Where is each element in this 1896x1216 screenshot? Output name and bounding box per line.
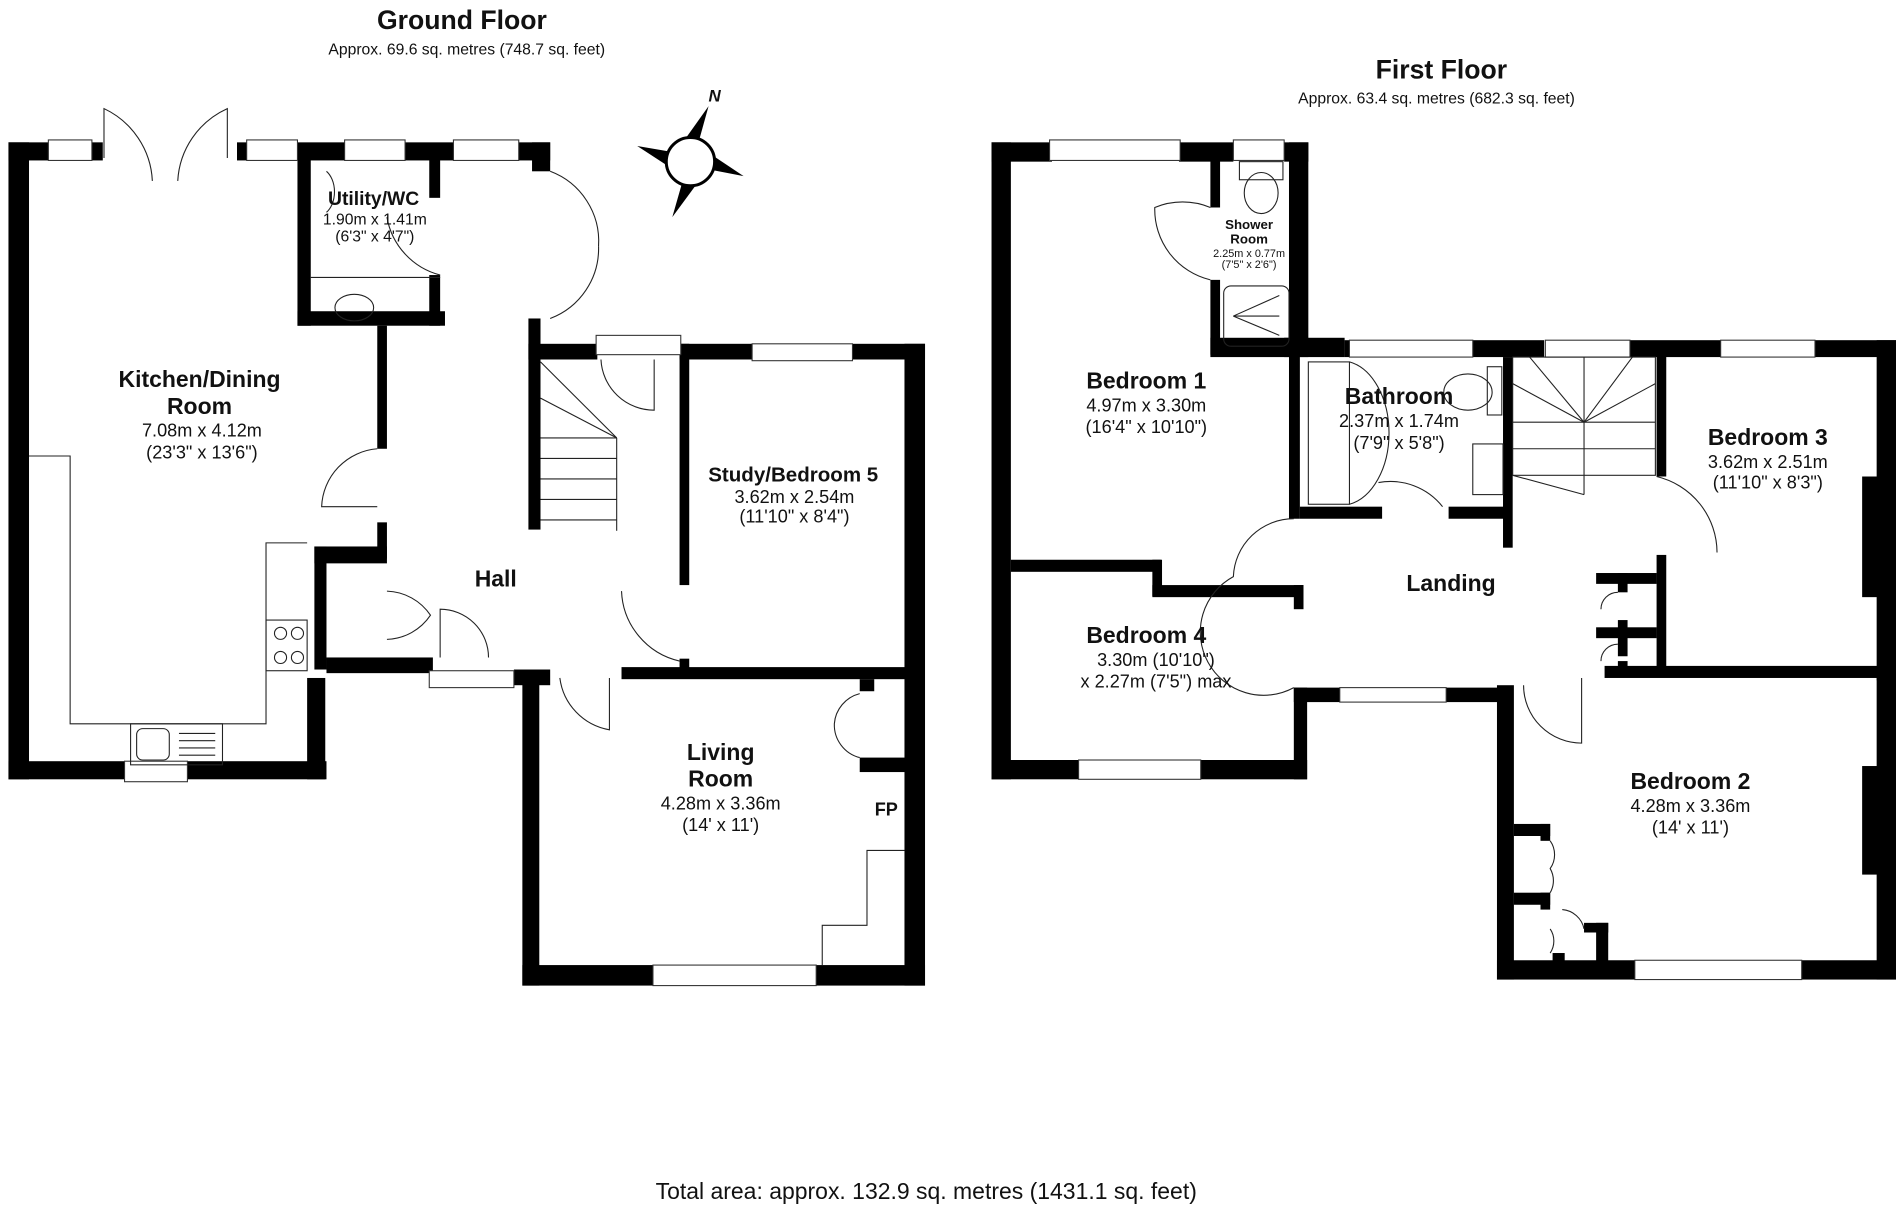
utility-basin-icon [334, 293, 375, 322]
room-dim-study-m: 3.62m x 2.54m [734, 487, 854, 507]
room-dim-bedroom2-m: 4.28m x 3.36m [1630, 796, 1750, 816]
shower-room-door-icon [1154, 201, 1211, 281]
room-dim-bathroom-ft: (7'9" x 5'8") [1353, 433, 1444, 453]
first-floor-area: Approx. 63.4 sq. metres (682.3 sq. feet) [1298, 91, 1575, 108]
bedroom2-door-icon [1523, 677, 1583, 744]
room-name-shower-2: Room [1230, 232, 1268, 247]
utility-door-icon [386, 217, 441, 276]
ground-floor-walls [8, 142, 926, 986]
room-dim-bedroom4-ft: x 2.27m (7'5") max [1080, 672, 1231, 692]
hob-icon [265, 619, 308, 672]
ground-floor-labels: Kitchen/Dining Room 7.08m x 4.12m (23'3"… [119, 189, 898, 835]
bathroom-wc-icon [1443, 373, 1493, 411]
kitchen-door-icon [321, 448, 378, 508]
room-dim-bedroom2-ft: (14' x 11') [1652, 818, 1729, 838]
fireplace-label: FP [875, 800, 898, 820]
bedroom2-wardrobe-icon [1549, 840, 1556, 893]
bath-screen-icon [1349, 361, 1390, 505]
room-name-hall: Hall [475, 565, 517, 591]
bedroom1-bedroom4-doors-icon [1199, 518, 1295, 696]
utility-wc-icon [326, 170, 336, 213]
patio-door-left-icon [103, 107, 153, 181]
ground-floor-fittings [29, 107, 905, 966]
first-floor-walls [991, 142, 1896, 980]
first-floor-windows [1049, 139, 1816, 981]
understairs-door-icon [600, 359, 655, 411]
alcove-unit [821, 849, 905, 966]
front-door-upper-icon [549, 170, 600, 247]
room-name-study: Study/Bedroom 5 [708, 463, 878, 486]
room-dim-kitchen-ft: (23'3" x 13'6") [146, 442, 258, 462]
room-dim-study-ft: (11'10" x 8'4") [739, 506, 849, 526]
room-dim-kitchen-m: 7.08m x 4.12m [142, 421, 262, 441]
bedroom3-door-icon [1656, 475, 1718, 553]
bedroom2-cupboard-icon [1562, 909, 1585, 930]
first-floor-fittings [1154, 161, 1718, 954]
room-name-bedroom3: Bedroom 3 [1708, 424, 1828, 450]
ground-floor-windows [47, 139, 854, 987]
hall-cupboard-door-icon [386, 590, 432, 640]
room-dim-living-m: 4.28m x 3.36m [661, 793, 781, 813]
total-area: Total area: approx. 132.9 sq. metres (14… [656, 1178, 1197, 1204]
room-name-utility: Utility/WC [328, 189, 419, 210]
study-door-icon [620, 591, 680, 662]
room-name-living: Living [687, 739, 755, 765]
hall-side-door-icon [439, 608, 490, 658]
room-dim-utility-m: 1.90m x 1.41m [323, 211, 427, 228]
room-dim-shower-m: 2.25m x 0.77m [1213, 248, 1285, 260]
room-name-bathroom: Bathroom [1345, 383, 1453, 409]
room-name-kitchen-2: Room [167, 393, 232, 419]
landing-staircase-icon [1512, 356, 1656, 496]
room-name-living-2: Room [688, 766, 753, 792]
room-dim-bedroom1-ft: (16'4" x 10'10") [1086, 417, 1208, 437]
room-dim-bedroom4-m: 3.30m (10'10") [1097, 650, 1215, 670]
sink-icon [130, 723, 224, 766]
ground-floor-title: Ground Floor [377, 5, 547, 35]
room-dim-bathroom-m: 2.37m x 1.74m [1339, 411, 1459, 431]
front-door-lower-icon [549, 246, 600, 319]
room-name-bedroom2: Bedroom 2 [1630, 768, 1750, 794]
shower-wc-cistern [1238, 161, 1284, 181]
kitchen-worktop [29, 455, 308, 725]
bath-icon [1307, 361, 1350, 505]
room-dim-utility-ft: (6'3" x 4'7") [335, 228, 414, 245]
bathroom-door-icon [1378, 480, 1443, 508]
north-label: N [709, 86, 722, 105]
patio-door-right-icon [177, 107, 228, 181]
bathroom-basin-icon [1472, 443, 1504, 496]
ground-floor-area: Approx. 69.6 sq. metres (748.7 sq. feet) [328, 41, 605, 58]
staircase-icon [540, 361, 618, 531]
room-dim-living-ft: (14' x 11') [682, 815, 759, 835]
room-name-landing: Landing [1406, 570, 1495, 596]
shower-tray-icon [1223, 285, 1290, 347]
shower-wc-icon [1243, 171, 1279, 215]
room-dim-bedroom3-m: 3.62m x 2.51m [1708, 452, 1828, 472]
room-name-bedroom4: Bedroom 4 [1086, 622, 1206, 648]
first-floor-title: First Floor [1376, 54, 1507, 84]
compass-icon: N [637, 86, 744, 218]
room-name-bedroom1: Bedroom 1 [1086, 367, 1206, 393]
room-dim-shower-ft: (7'5" x 2'6") [1222, 259, 1277, 271]
room-dim-bedroom1-m: 4.97m x 3.30m [1086, 395, 1206, 415]
room-dim-bedroom3-ft: (11'10" x 8'3") [1713, 473, 1823, 493]
landing-cupboard1-icon [1600, 591, 1618, 610]
landing-cupboard2-icon [1600, 643, 1618, 662]
living-door-icon [559, 677, 610, 731]
room-name-kitchen: Kitchen/Dining [119, 366, 281, 392]
first-floor-labels: Bedroom 1 4.97m x 3.30m (16'4" x 10'10")… [1080, 217, 1827, 837]
room-name-shower: Shower [1225, 217, 1273, 232]
alcove-cupboard-icon [833, 693, 860, 759]
